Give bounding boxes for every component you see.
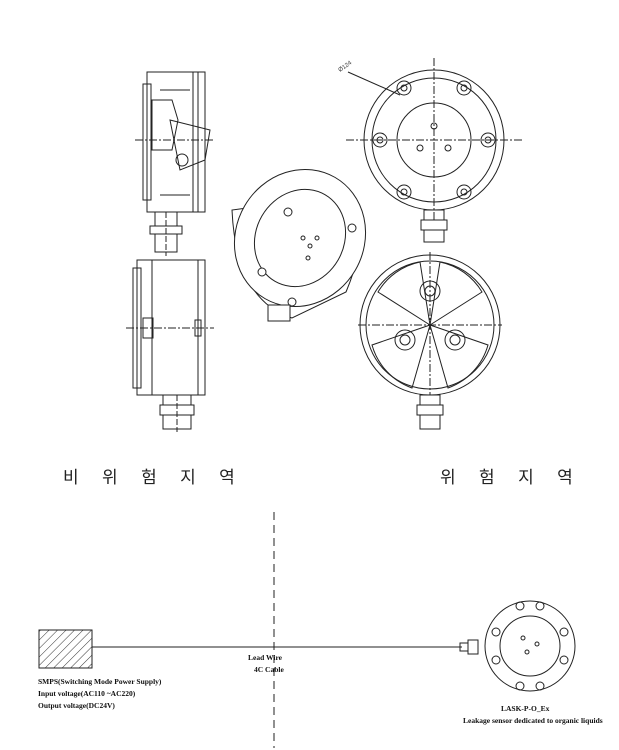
smps-output-voltage: Output voltage(DC24V) [38,701,115,710]
hazard-zone-label: 위 험 지 역 [440,468,582,488]
sensor-icon [459,600,576,692]
smps-title: SMPS(Switching Mode Power Supply) [38,677,162,686]
non-hazard-zone-label: 비 위 험 지 역 [63,468,244,488]
smps-input-voltage: Input voltage(AC110 ~AC220) [38,689,136,698]
cable-label-4c: 4C Cable [254,665,284,674]
isometric-view [231,168,367,322]
smps-box [38,629,93,669]
bottom-view [358,252,502,430]
side-view-top [135,71,215,256]
top-view [346,58,522,243]
sensor-description: Leakage sensor dedicated to organic liqu… [463,716,603,725]
sensor-model: LASK-P-O_Ex [501,704,550,713]
cable-label-lead-wire: Lead Wire [248,653,282,662]
side-view-bottom [126,259,214,432]
